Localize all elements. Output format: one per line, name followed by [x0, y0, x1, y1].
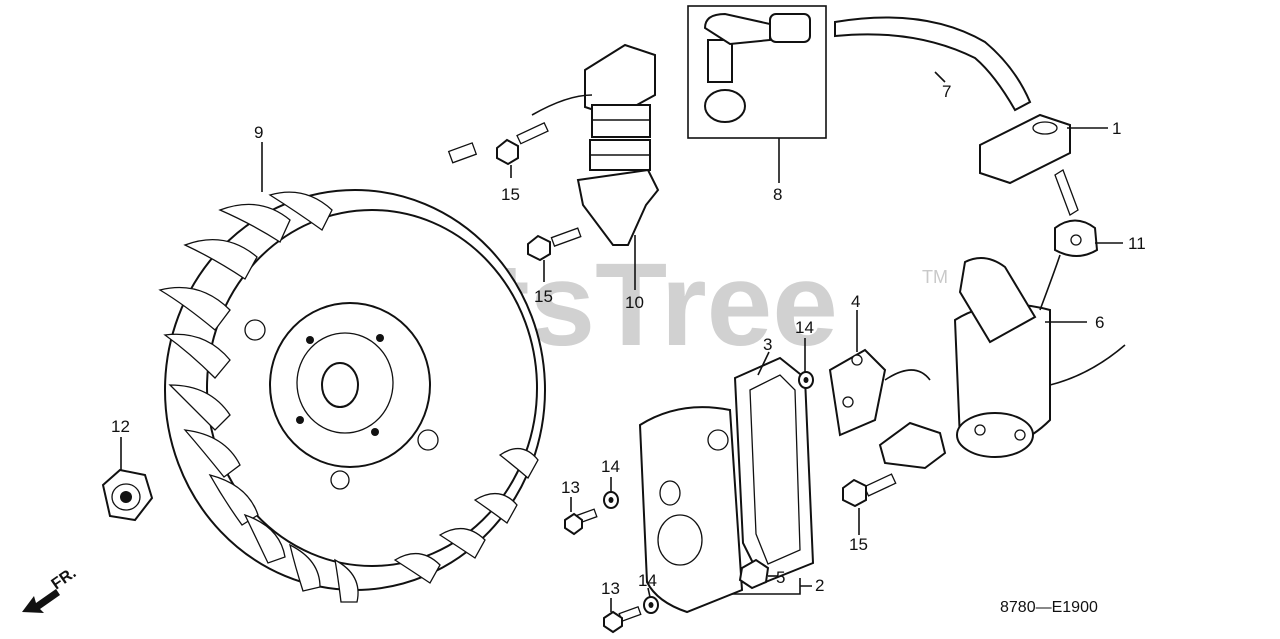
callout-13-upper: 13	[561, 478, 580, 497]
bolt-part-lower[interactable]	[842, 473, 897, 508]
front-direction-marker: FR.	[22, 565, 79, 613]
callout-11: 11	[1128, 234, 1146, 253]
callout-14-right: 14	[795, 318, 814, 337]
front-label: FR.	[49, 565, 80, 594]
callout-4: 4	[851, 292, 860, 311]
ignition-wire-part[interactable]	[834, 16, 1032, 112]
callout-2: 2	[815, 576, 824, 595]
ignition-coil-part[interactable]	[447, 43, 660, 246]
callout-3: 3	[763, 335, 772, 354]
spark-plug-cap-part[interactable]	[687, 5, 827, 139]
callout-12: 12	[111, 417, 130, 436]
callout-14-upper: 14	[601, 457, 620, 476]
callout-1: 1	[1112, 119, 1121, 138]
diagram-code: 8780—E1900	[1000, 599, 1098, 616]
washer-part-upper[interactable]	[603, 491, 619, 509]
callout-15-lower: 15	[849, 535, 868, 554]
exciter-coil-part[interactable]	[953, 254, 1126, 458]
callout-7: 7	[942, 82, 951, 101]
flange-nut-part[interactable]	[101, 468, 154, 522]
bolt-part-middle[interactable]	[527, 227, 582, 262]
gasket-part[interactable]	[733, 356, 815, 585]
callout-10: 10	[625, 293, 644, 312]
callout-13-lower: 13	[601, 579, 620, 598]
ignition-cover-part[interactable]	[638, 406, 744, 614]
callout-6: 6	[1095, 313, 1104, 332]
callout-15-middle: 15	[534, 287, 553, 306]
screw-part-lower[interactable]	[603, 605, 642, 634]
flywheel-part[interactable]	[158, 189, 546, 603]
washer-part-lower[interactable]	[643, 596, 659, 614]
washer-part-right[interactable]	[798, 371, 814, 389]
trademark-mark: TM	[922, 267, 948, 287]
callout-labels: 1 2 3 4 5 6 7 8 9 10 11 12 13 13 14 14 1…	[111, 82, 1146, 598]
coil-cap-part[interactable]	[979, 113, 1079, 216]
callout-9: 9	[254, 123, 263, 142]
leader-lines	[120, 71, 1123, 612]
grommet-part[interactable]	[738, 558, 770, 590]
callout-14-lower: 14	[638, 571, 657, 590]
screw-part-upper[interactable]	[564, 508, 598, 536]
flywheel-fins	[158, 191, 539, 603]
callout-15-upper: 15	[501, 185, 520, 204]
wire-clip-part[interactable]	[1054, 219, 1099, 257]
arrow-down-left-icon	[22, 589, 60, 613]
bolt-part-upper[interactable]	[496, 121, 549, 166]
pulser-coil-part[interactable]	[828, 348, 947, 470]
callout-5: 5	[776, 568, 785, 587]
callout-8: 8	[773, 185, 782, 204]
